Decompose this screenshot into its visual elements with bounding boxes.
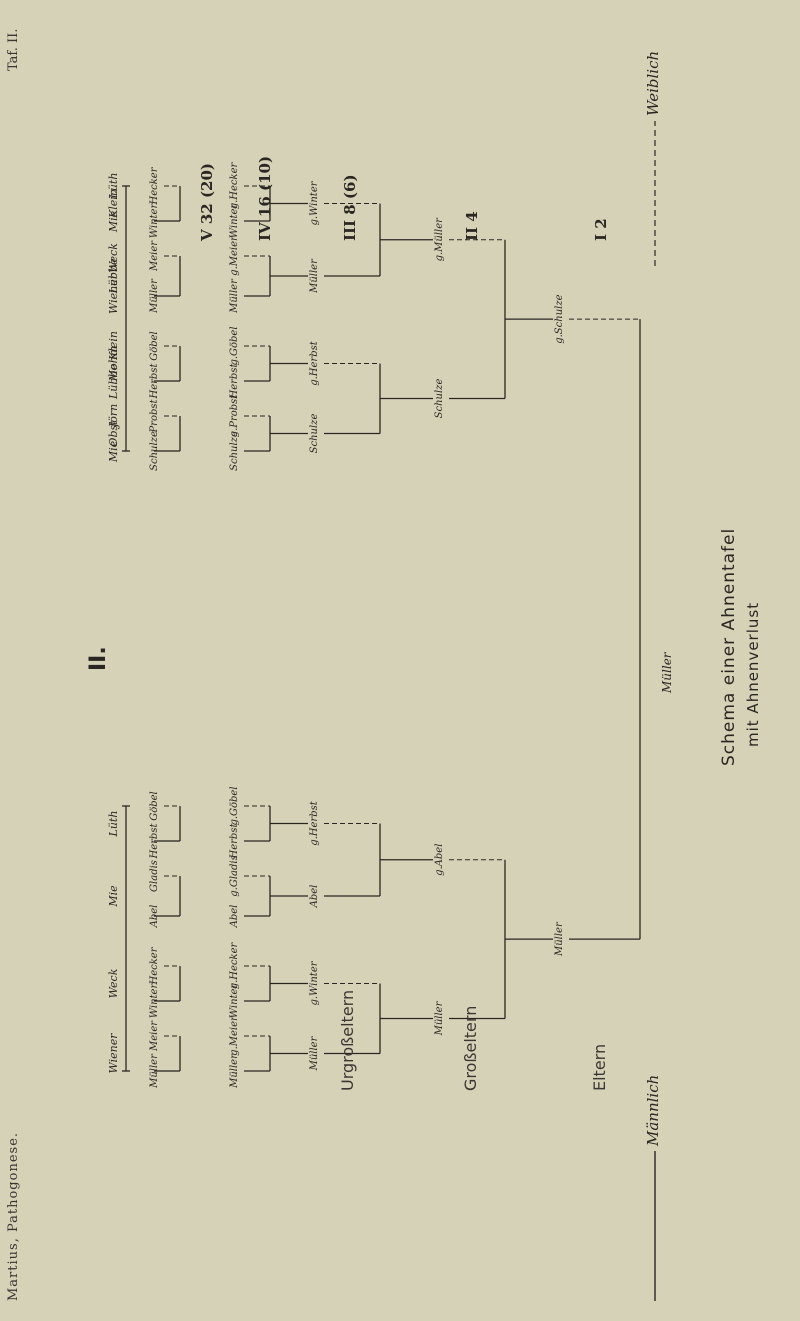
legend-female-label: Weiblich [644,50,662,116]
legend-proband: Müller [660,652,674,693]
caption-line-2: mit Ahnenverlust [744,601,762,747]
caption-line-1: Schema einer Ahnentafel [719,527,739,766]
legend-male-label: Männlich [644,1074,662,1146]
